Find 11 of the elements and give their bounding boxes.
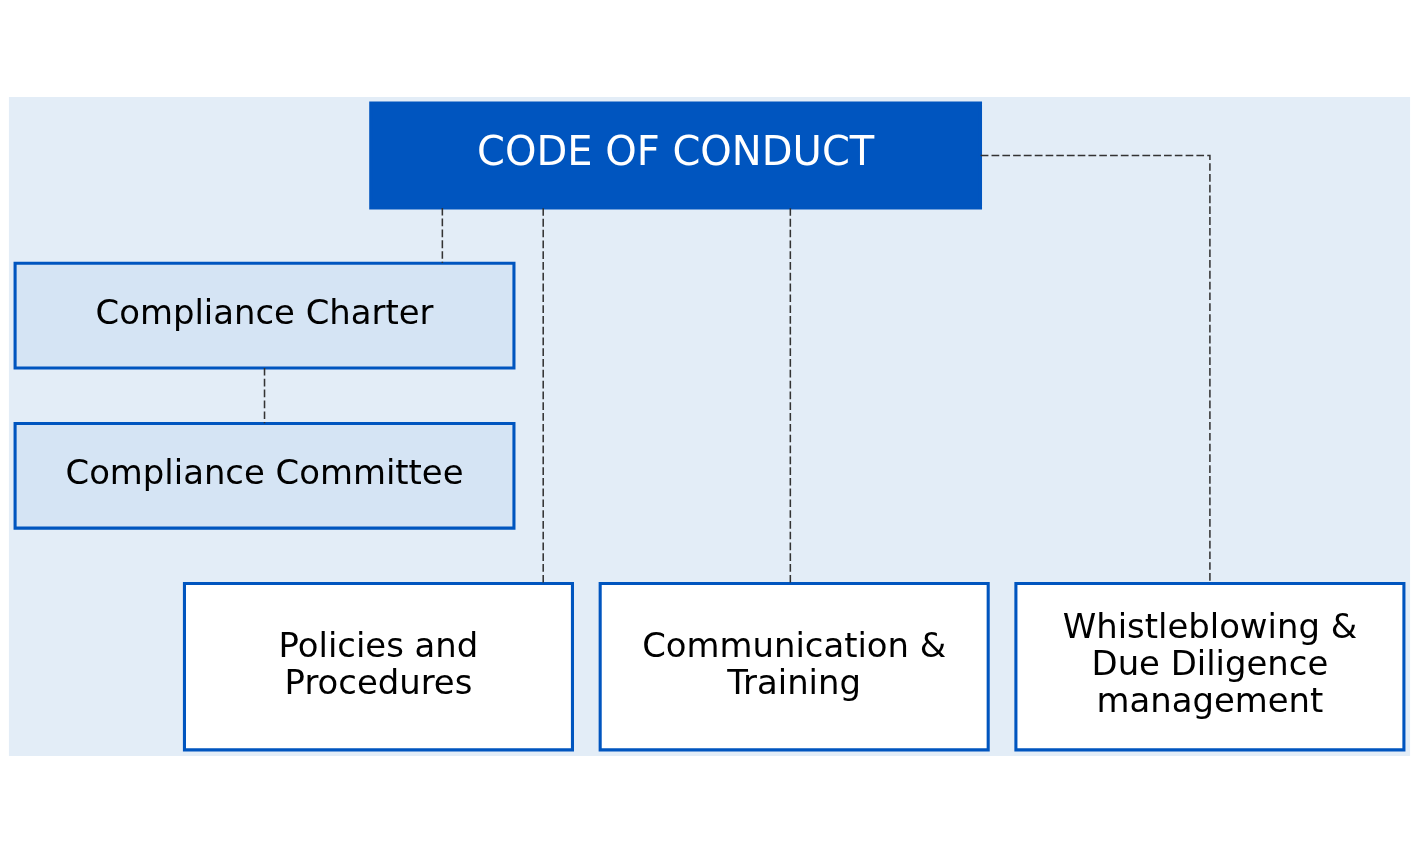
node-box: Whistleblowing & Due Diligence management: [1014, 581, 1406, 751]
node-box: Compliance Charter: [13, 261, 516, 370]
connector: [542, 207, 544, 584]
connector: [789, 207, 792, 584]
connector: [441, 206, 444, 264]
node-box: CODE OF CONDUCT: [369, 101, 983, 209]
node-box: Communication & Training: [598, 581, 990, 751]
node-box: Compliance Committee: [13, 421, 516, 530]
connector: [979, 154, 1211, 584]
node-box: Policies and Procedures: [182, 581, 574, 751]
connector: [263, 366, 266, 424]
